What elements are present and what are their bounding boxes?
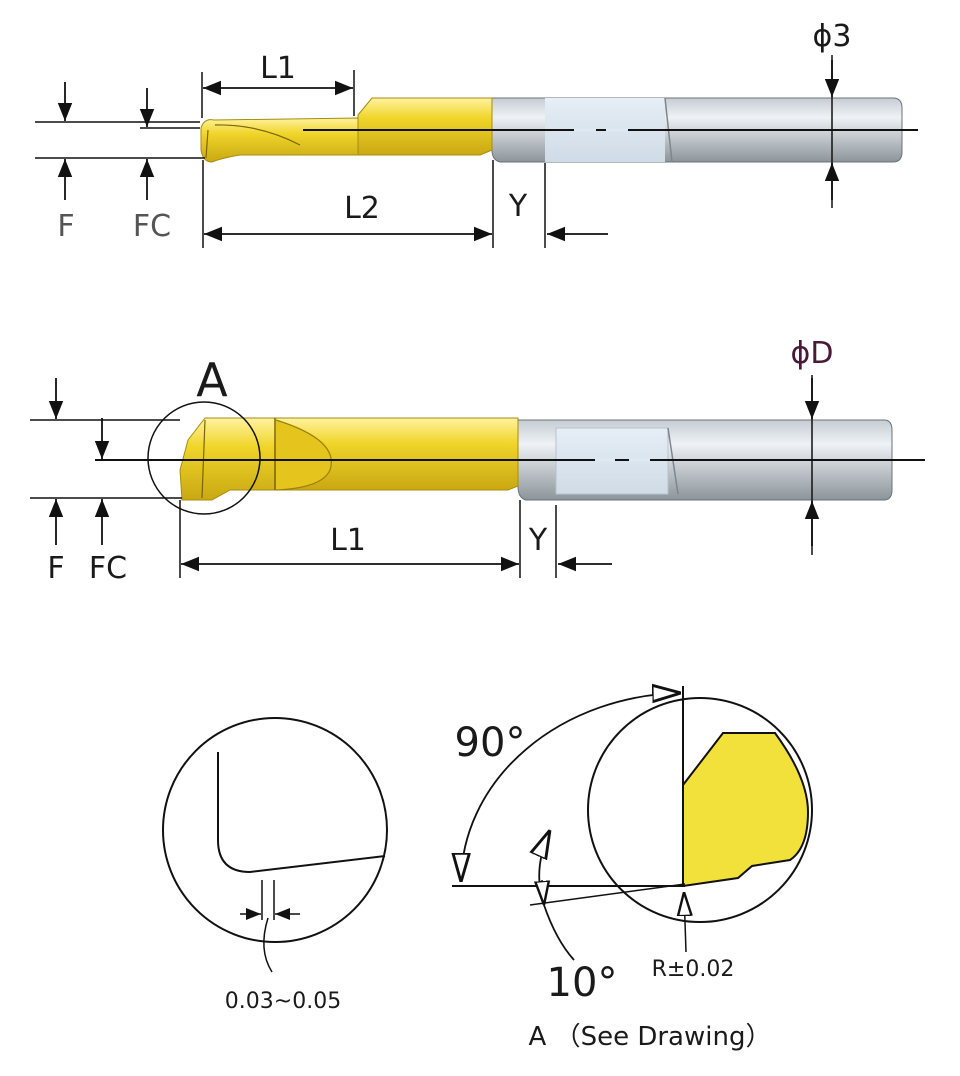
top-l2-label: L2 — [344, 191, 380, 226]
mid-l1-label: L1 — [330, 523, 366, 558]
detail-left-edge: 0.03~0.05 — [162, 717, 388, 1014]
mid-tool-drawing: A ϕD L1 Y F FC — [30, 336, 925, 586]
detail-right-angles: 90° 10° R±0.02 A （See Drawing） — [452, 686, 813, 1052]
top-neck — [357, 97, 493, 156]
top-l1-label: L1 — [260, 51, 296, 86]
detail-a-circle — [147, 401, 261, 515]
top-diameter-label: ϕ3 — [813, 19, 852, 54]
detail-insert-profile — [682, 732, 810, 888]
top-f-label: F — [57, 209, 74, 244]
angle-90-label: 90° — [455, 720, 526, 766]
top-tool-drawing: ϕ3 L1 L2 Y F FC — [35, 19, 918, 248]
mid-f-label: F — [47, 551, 64, 586]
detail-caption: A （See Drawing） — [529, 1022, 772, 1052]
mid-y-label: Y — [528, 523, 548, 558]
mid-fc-label: FC — [89, 551, 127, 586]
top-y-label: Y — [508, 189, 528, 224]
radius-label: R±0.02 — [652, 957, 735, 982]
mid-diameter-label: ϕD — [791, 336, 834, 371]
tolerance-label: 0.03~0.05 — [225, 989, 341, 1014]
top-fc-label: FC — [133, 209, 171, 244]
angle-10-label: 10° — [547, 960, 618, 1006]
detail-a-marker: A — [196, 353, 228, 407]
